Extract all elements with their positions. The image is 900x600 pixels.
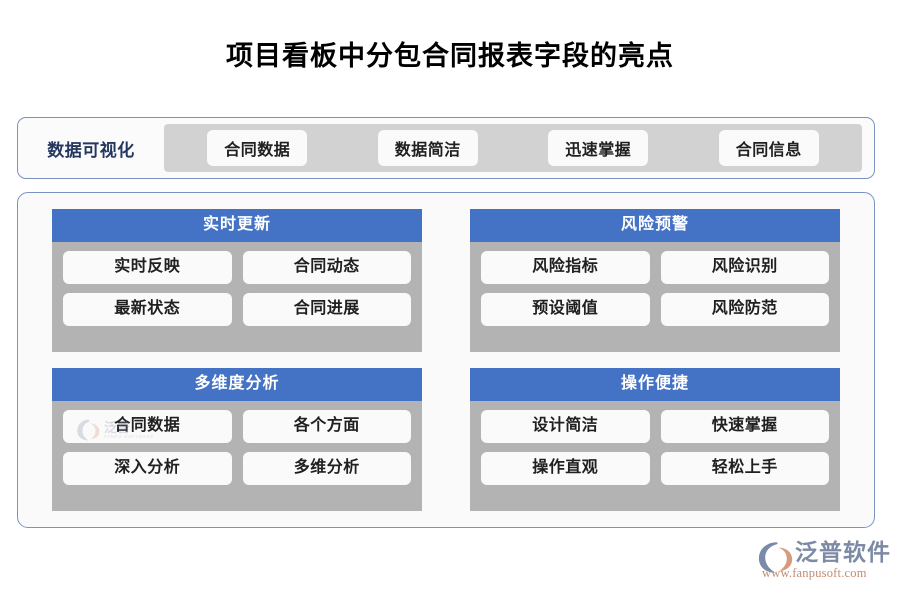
panel-body-realtime-update: 实时反映 合同动态 最新状态 合同进展 [52,242,422,352]
chip-risk-prevention[interactable]: 风险防范 [660,293,829,326]
chip-risk-identification[interactable]: 风险识别 [660,251,829,284]
panel-body-easy-operation: 设计简洁 快速掌握 操作直观 轻松上手 [470,401,840,511]
panel-multidimensional-analysis: 多维度分析 合同数据 各个方面 深入分析 多维分析 [52,368,422,511]
panel-body-risk-warning: 风险指标 风险识别 预设阈值 风险防范 [470,242,840,352]
fanpu-logo-icon [758,542,793,573]
chip-various-aspects[interactable]: 各个方面 [242,410,411,443]
panel-header-risk-warning: 风险预警 [470,209,840,242]
chip-multidim-analysis[interactable]: 多维分析 [242,452,411,485]
banner-chip-concise-data[interactable]: 数据简洁 [377,130,478,166]
chip-realtime-reflect[interactable]: 实时反映 [63,251,232,284]
brand-text-wrap: 泛普软件 www.fanpusoft.com [762,539,891,581]
chip-latest-status[interactable]: 最新状态 [63,293,232,326]
panel-realtime-update: 实时更新 实时反映 合同动态 最新状态 合同进展 [52,209,422,352]
chip-simple-design[interactable]: 设计简洁 [481,410,650,443]
data-visualization-banner: 数据可视化 合同数据 数据简洁 迅速掌握 合同信息 [17,117,875,179]
panel-header-multidimensional-analysis: 多维度分析 [52,368,422,401]
chip-easy-start[interactable]: 轻松上手 [660,452,829,485]
brand-logo: 泛普软件 www.fanpusoft.com [758,540,892,590]
panel-easy-operation: 操作便捷 设计简洁 快速掌握 操作直观 轻松上手 [470,368,840,511]
brand-url: www.fanpusoft.com [762,566,867,580]
chip-contract-dynamics[interactable]: 合同动态 [242,251,411,284]
banner-chip-quick-grasp[interactable]: 迅速掌握 [548,130,649,166]
chip-contract-progress[interactable]: 合同进展 [242,293,411,326]
panel-body-multidimensional-analysis: 合同数据 各个方面 深入分析 多维分析 [52,401,422,511]
chip-preset-threshold[interactable]: 预设阈值 [481,293,650,326]
page-title: 项目看板中分包合同报表字段的亮点 [226,41,674,71]
banner-chip-band: 合同数据 数据简洁 迅速掌握 合同信息 [164,124,862,172]
chip-contract-data[interactable]: 合同数据 [63,410,232,443]
chip-indepth-analysis[interactable]: 深入分析 [63,452,232,485]
highlights-panel-grid: 实时更新 实时反映 合同动态 最新状态 合同进展 风险预警 风险指标 风险识别 … [17,192,875,528]
banner-chip-contract-data[interactable]: 合同数据 [207,130,308,166]
panel-header-easy-operation: 操作便捷 [470,368,840,401]
banner-label: 数据可视化 [47,140,135,160]
chip-quick-mastery[interactable]: 快速掌握 [660,410,829,443]
chip-intuitive-operation[interactable]: 操作直观 [481,452,650,485]
banner-chip-contract-info[interactable]: 合同信息 [718,130,819,166]
panel-risk-warning: 风险预警 风险指标 风险识别 预设阈值 风险防范 [470,209,840,352]
panel-header-realtime-update: 实时更新 [52,209,422,242]
chip-risk-indicator[interactable]: 风险指标 [481,251,650,284]
brand-name: 泛普软件 [795,539,891,565]
